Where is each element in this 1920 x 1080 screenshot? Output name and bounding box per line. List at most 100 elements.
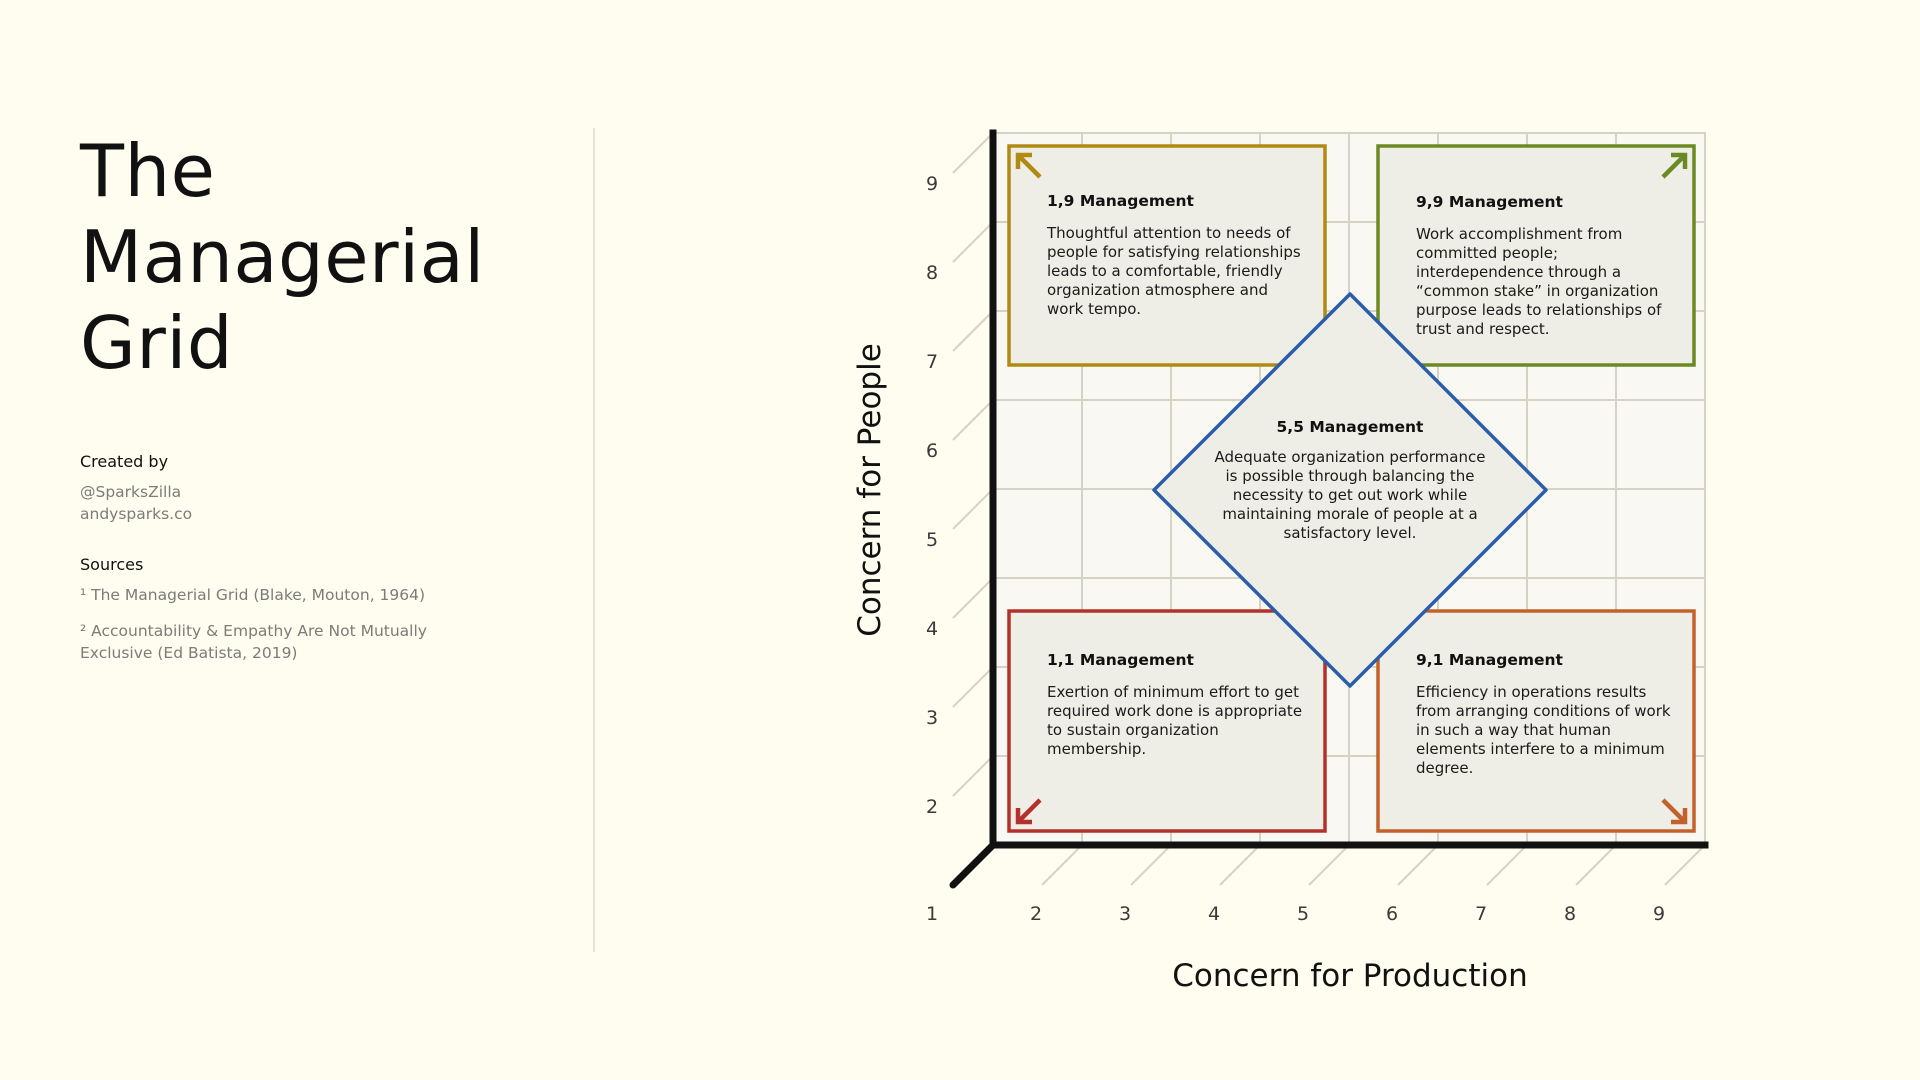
perspective-line-bottom [1219, 844, 1261, 886]
arrow-head [1671, 808, 1688, 825]
box-text-line: leads to a comfortable, friendly [1047, 262, 1283, 280]
box-text-line: organization atmosphere and [1047, 281, 1268, 299]
x-tick-label: 4 [1208, 903, 1220, 925]
box-title: 5,5 Management [1277, 418, 1425, 436]
y-tick-label: 8 [926, 262, 938, 284]
perspective-line-left [952, 755, 994, 797]
source-1-line-1: ¹ The Managerial Grid (Blake, Mouton, 19… [80, 586, 426, 604]
title-line-2: Managerial [80, 215, 485, 299]
arrow-head [1671, 152, 1688, 169]
box-title: 9,9 Management [1416, 193, 1564, 211]
origin-axis-line [949, 841, 997, 889]
box-text-line: membership. [1047, 740, 1146, 758]
perspective-line-left [952, 666, 994, 708]
box-text-line: committed people; [1416, 244, 1558, 262]
y-tick-label: 3 [926, 707, 938, 729]
box-title: 9,1 Management [1416, 651, 1564, 669]
box-text-line: Exertion of minimum effort to get [1047, 683, 1299, 701]
box-frame [1376, 609, 1696, 833]
arrow-head [1015, 152, 1032, 169]
y-tick-label: 5 [926, 529, 938, 551]
arrow-shaft [1661, 798, 1687, 824]
corner-arrow-icon [1015, 152, 1042, 179]
arrow-shaft [1661, 153, 1687, 179]
box-text-line: Efficiency in operations results [1416, 683, 1647, 701]
perspective-line-bottom [1575, 844, 1617, 886]
y-tick-label: 4 [926, 618, 938, 640]
x-tick-label: 7 [1475, 903, 1487, 925]
box-text-line: is possible through balancing the [1225, 467, 1474, 485]
x-tick-label: 5 [1297, 903, 1309, 925]
box-text-line: Work accomplishment from [1416, 225, 1622, 243]
corner-arrow-icon [1661, 798, 1688, 825]
y-tick-label: 7 [926, 351, 938, 373]
y-tick-label: 6 [926, 440, 938, 462]
perspective-lines [952, 132, 1706, 886]
perspective-line-left [952, 399, 994, 441]
title-line-3: Grid [80, 301, 234, 385]
x-tick-label: 2 [1030, 903, 1042, 925]
vertical-divider [593, 128, 595, 952]
arrow-shaft [1016, 798, 1042, 824]
box-frame [1007, 144, 1327, 367]
box-text-line: people for satisfying relationships [1047, 243, 1301, 261]
arrow-head [1015, 808, 1032, 825]
box-text-line: Thoughtful attention to needs of [1046, 224, 1291, 242]
box-text-line: degree. [1416, 759, 1473, 777]
perspective-line-left [952, 132, 994, 174]
box-title: 1,9 Management [1047, 192, 1195, 210]
y-tick-label: 9 [926, 173, 938, 195]
box-text-line: Adequate organization performance [1215, 448, 1486, 466]
x-tick-label: 3 [1119, 903, 1131, 925]
box-title: 1,1 Management [1047, 651, 1195, 669]
x-tick-label: 1 [926, 903, 938, 925]
source-item-1: ¹ The Managerial Grid (Blake, Mouton, 19… [80, 584, 500, 606]
corner-arrow-icon [1015, 798, 1042, 825]
author-website: andysparks.co [80, 505, 193, 523]
title-line-1: The [80, 129, 216, 213]
y-tick-label: 2 [926, 796, 938, 818]
arrow-shaft [1016, 153, 1042, 179]
created-by-label: Created by [80, 452, 169, 471]
perspective-line-left [952, 488, 994, 530]
y-axis-title: Concern for People [852, 343, 888, 637]
perspective-line-bottom [1486, 844, 1528, 886]
box-text-line: work tempo. [1047, 300, 1141, 318]
box-text-line: required work done is appropriate [1047, 702, 1302, 720]
credits-section: Created by @SparksZilla andysparks.co So… [80, 452, 500, 678]
box-text-line: in such a way that human [1416, 721, 1611, 739]
box-text-line: necessity to get out work while [1233, 486, 1468, 504]
perspective-line-left [952, 310, 994, 352]
box-frame [1376, 144, 1696, 367]
perspective-line-bottom [1308, 844, 1350, 886]
source-item-2: ² Accountability & Empathy Are Not Mutua… [80, 620, 500, 664]
box-text-line: satisfactory level. [1284, 524, 1417, 542]
x-tick-label: 9 [1653, 903, 1665, 925]
source-2-line-1: ² Accountability & Empathy Are Not Mutua… [80, 622, 427, 640]
box-text-line: elements interfere to a minimum [1416, 740, 1665, 758]
box-text-line: to sustain organization [1047, 721, 1219, 739]
x-axis-title: Concern for Production [1172, 958, 1528, 994]
box-text-line: “common stake” in organization [1416, 282, 1658, 300]
box-text-line: interdependence through a [1416, 263, 1621, 281]
perspective-line-left [952, 221, 994, 263]
box-text-line: trust and respect. [1416, 320, 1550, 338]
author-handle: @SparksZilla [80, 483, 182, 501]
perspective-line-bottom [1041, 844, 1083, 886]
diamond-frame [1152, 292, 1548, 688]
perspective-line-bottom [1397, 844, 1439, 886]
box-text-line: from arranging conditions of work [1416, 702, 1671, 720]
corner-arrow-icon [1661, 152, 1688, 179]
sources-label: Sources [80, 555, 144, 574]
perspective-line-left [952, 577, 994, 619]
perspective-line-bottom [1664, 844, 1706, 886]
x-tick-label: 8 [1564, 903, 1576, 925]
box-frame [1007, 609, 1327, 833]
